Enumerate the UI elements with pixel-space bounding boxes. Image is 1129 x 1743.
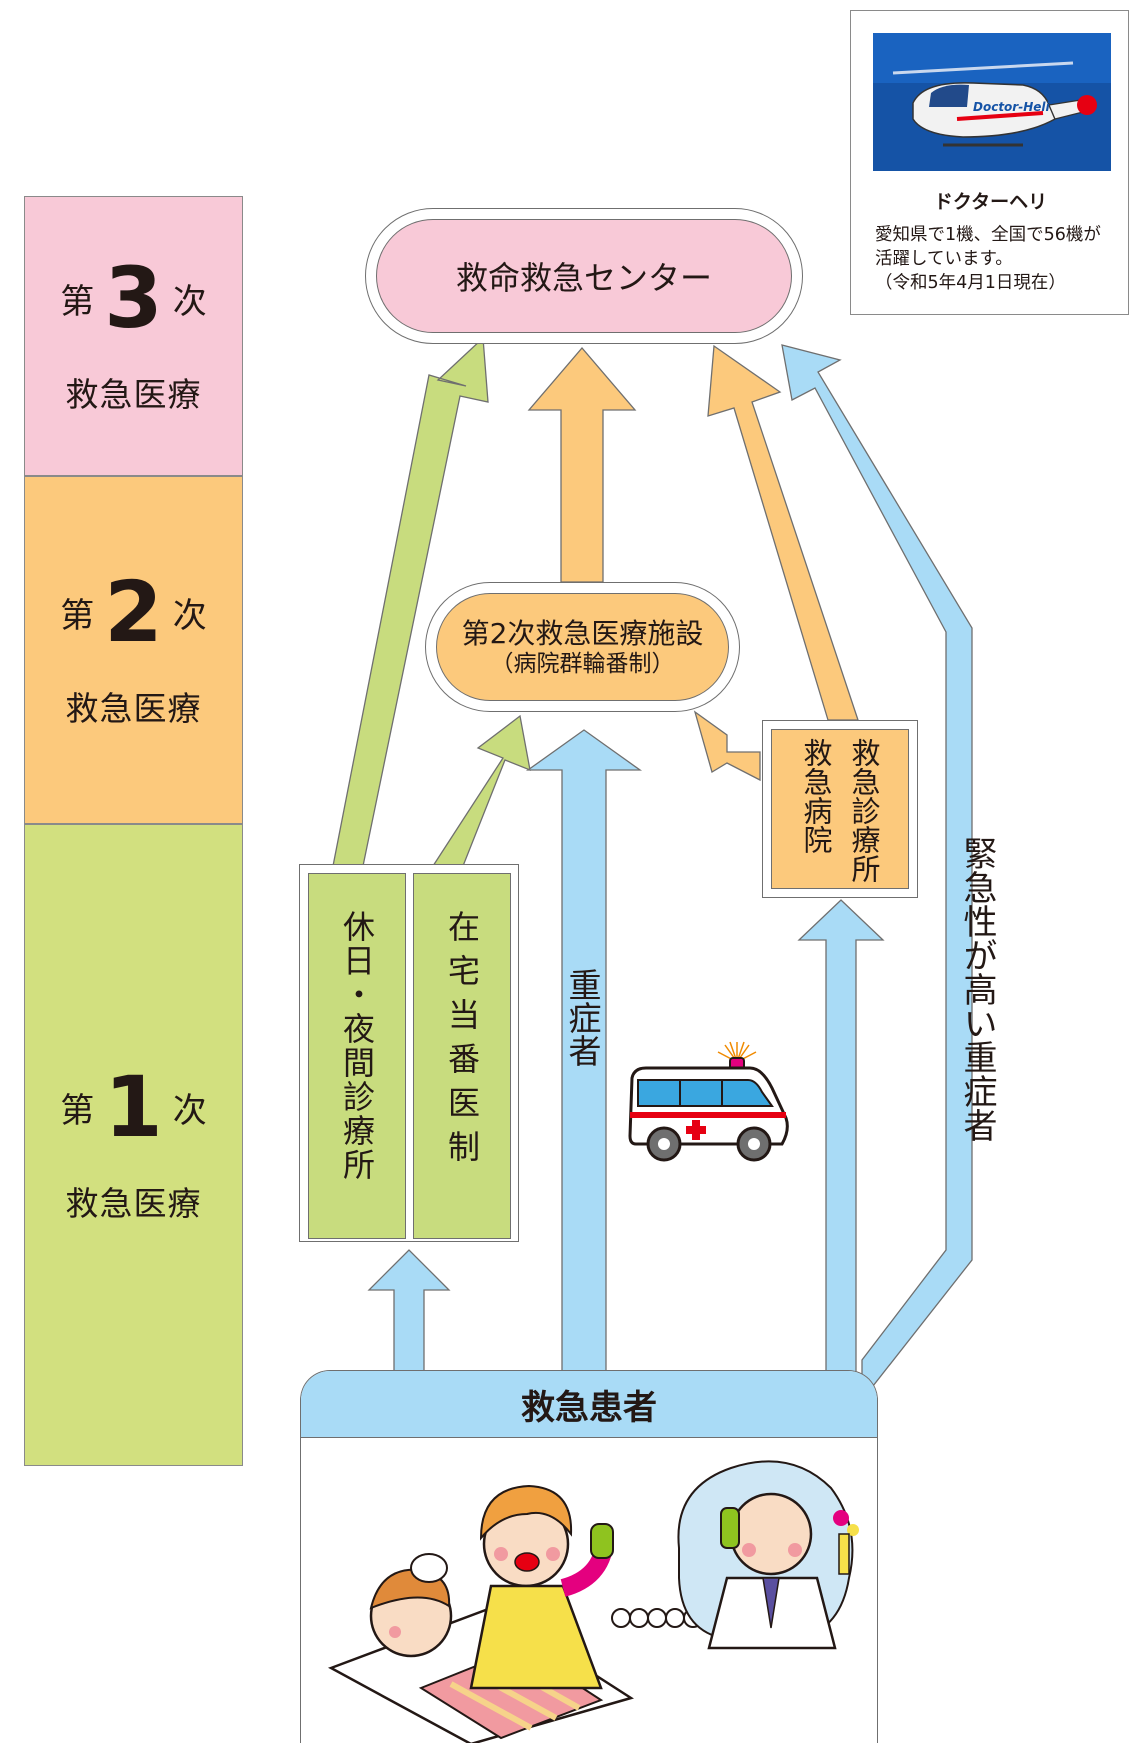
patient-illustration	[327, 1460, 859, 1743]
level-subtitle: 救急医療	[65, 1184, 202, 1223]
label-urgent-severe-patient: 緊急性が高い重症者	[957, 836, 997, 1142]
helicopter-body-text: Doctor-Heli	[973, 100, 1050, 114]
critical-center-node: 救命救急センター	[376, 219, 792, 333]
secondary-facility-node: 第2次救急医療施設 （病院群輪番制）	[436, 593, 729, 701]
holiday-night-clinic-node: 休日・夜間診療所	[308, 873, 406, 1239]
patient-box: 救急患者	[300, 1370, 878, 1743]
holiday-night-clinic-label: 休日・夜間診療所	[338, 910, 376, 1182]
critical-center-label: 救命救急センター	[455, 259, 712, 297]
arrow-homeduty-to-secondary	[431, 714, 531, 867]
label-severe-patient: 重症者	[563, 968, 602, 1067]
level-suffix: 次	[172, 281, 207, 322]
home-duty-doctor-node: 在宅当番医制	[413, 873, 511, 1239]
level-number: 1	[104, 1058, 163, 1156]
emergency-hospital-node: 救急診療所 救急病院	[771, 729, 909, 889]
arrow-urgent-to-center	[781, 344, 973, 1402]
ambulance-icon	[628, 1041, 789, 1162]
home-duty-doctor-label: 在宅当番医制	[443, 910, 481, 1174]
level-secondary: 第 2 次 救急医療	[24, 476, 243, 824]
emergency-hospital-label: 救急病院	[799, 738, 833, 854]
patient-header: 救急患者	[301, 1371, 877, 1438]
doctor-heli-description: 愛知県で1機、全国で56機が 活躍しています。 （令和5年4月1日現在）	[875, 225, 1101, 293]
doctor-heli-box: Doctor-Heli ドクターヘリ 愛知県で1機、全国で56機が 活躍していま…	[850, 10, 1129, 315]
level-prefix: 第	[60, 281, 95, 322]
arrow-hospital-to-center	[707, 344, 859, 721]
level-suffix: 次	[172, 595, 207, 636]
level-suffix: 次	[172, 1090, 207, 1131]
level-prefix: 第	[60, 1090, 95, 1131]
arrow-hospital-to-secondary	[693, 710, 761, 782]
level-tertiary-heading: 第 3 次	[60, 256, 206, 340]
arrow-patient-to-secondary	[525, 729, 643, 1373]
level-primary-heading: 第 1 次	[60, 1065, 206, 1149]
arrow-patient-to-clinic	[367, 1249, 451, 1373]
doctor-heli-title: ドクターヘリ	[933, 191, 1048, 213]
level-primary: 第 1 次 救急医療	[24, 824, 243, 1466]
level-number: 2	[104, 563, 163, 661]
secondary-facility-note: （病院群輪番制）	[490, 651, 675, 677]
secondary-facility-title: 第2次救急医療施設	[461, 617, 704, 650]
patient-label: 救急患者	[521, 1387, 657, 1428]
helicopter-icon: Doctor-Heli	[873, 33, 1111, 171]
level-tertiary: 第 3 次 救急医療	[24, 196, 243, 476]
level-subtitle: 救急医療	[65, 689, 202, 728]
emergency-clinic-label: 救急診療所	[847, 738, 881, 883]
level-prefix: 第	[60, 595, 95, 636]
level-secondary-heading: 第 2 次	[60, 570, 206, 654]
level-subtitle: 救急医療	[65, 375, 202, 414]
level-number: 3	[104, 249, 163, 347]
arrow-patient-to-hospital	[797, 899, 885, 1373]
arrow-secondary-to-center	[527, 346, 637, 583]
